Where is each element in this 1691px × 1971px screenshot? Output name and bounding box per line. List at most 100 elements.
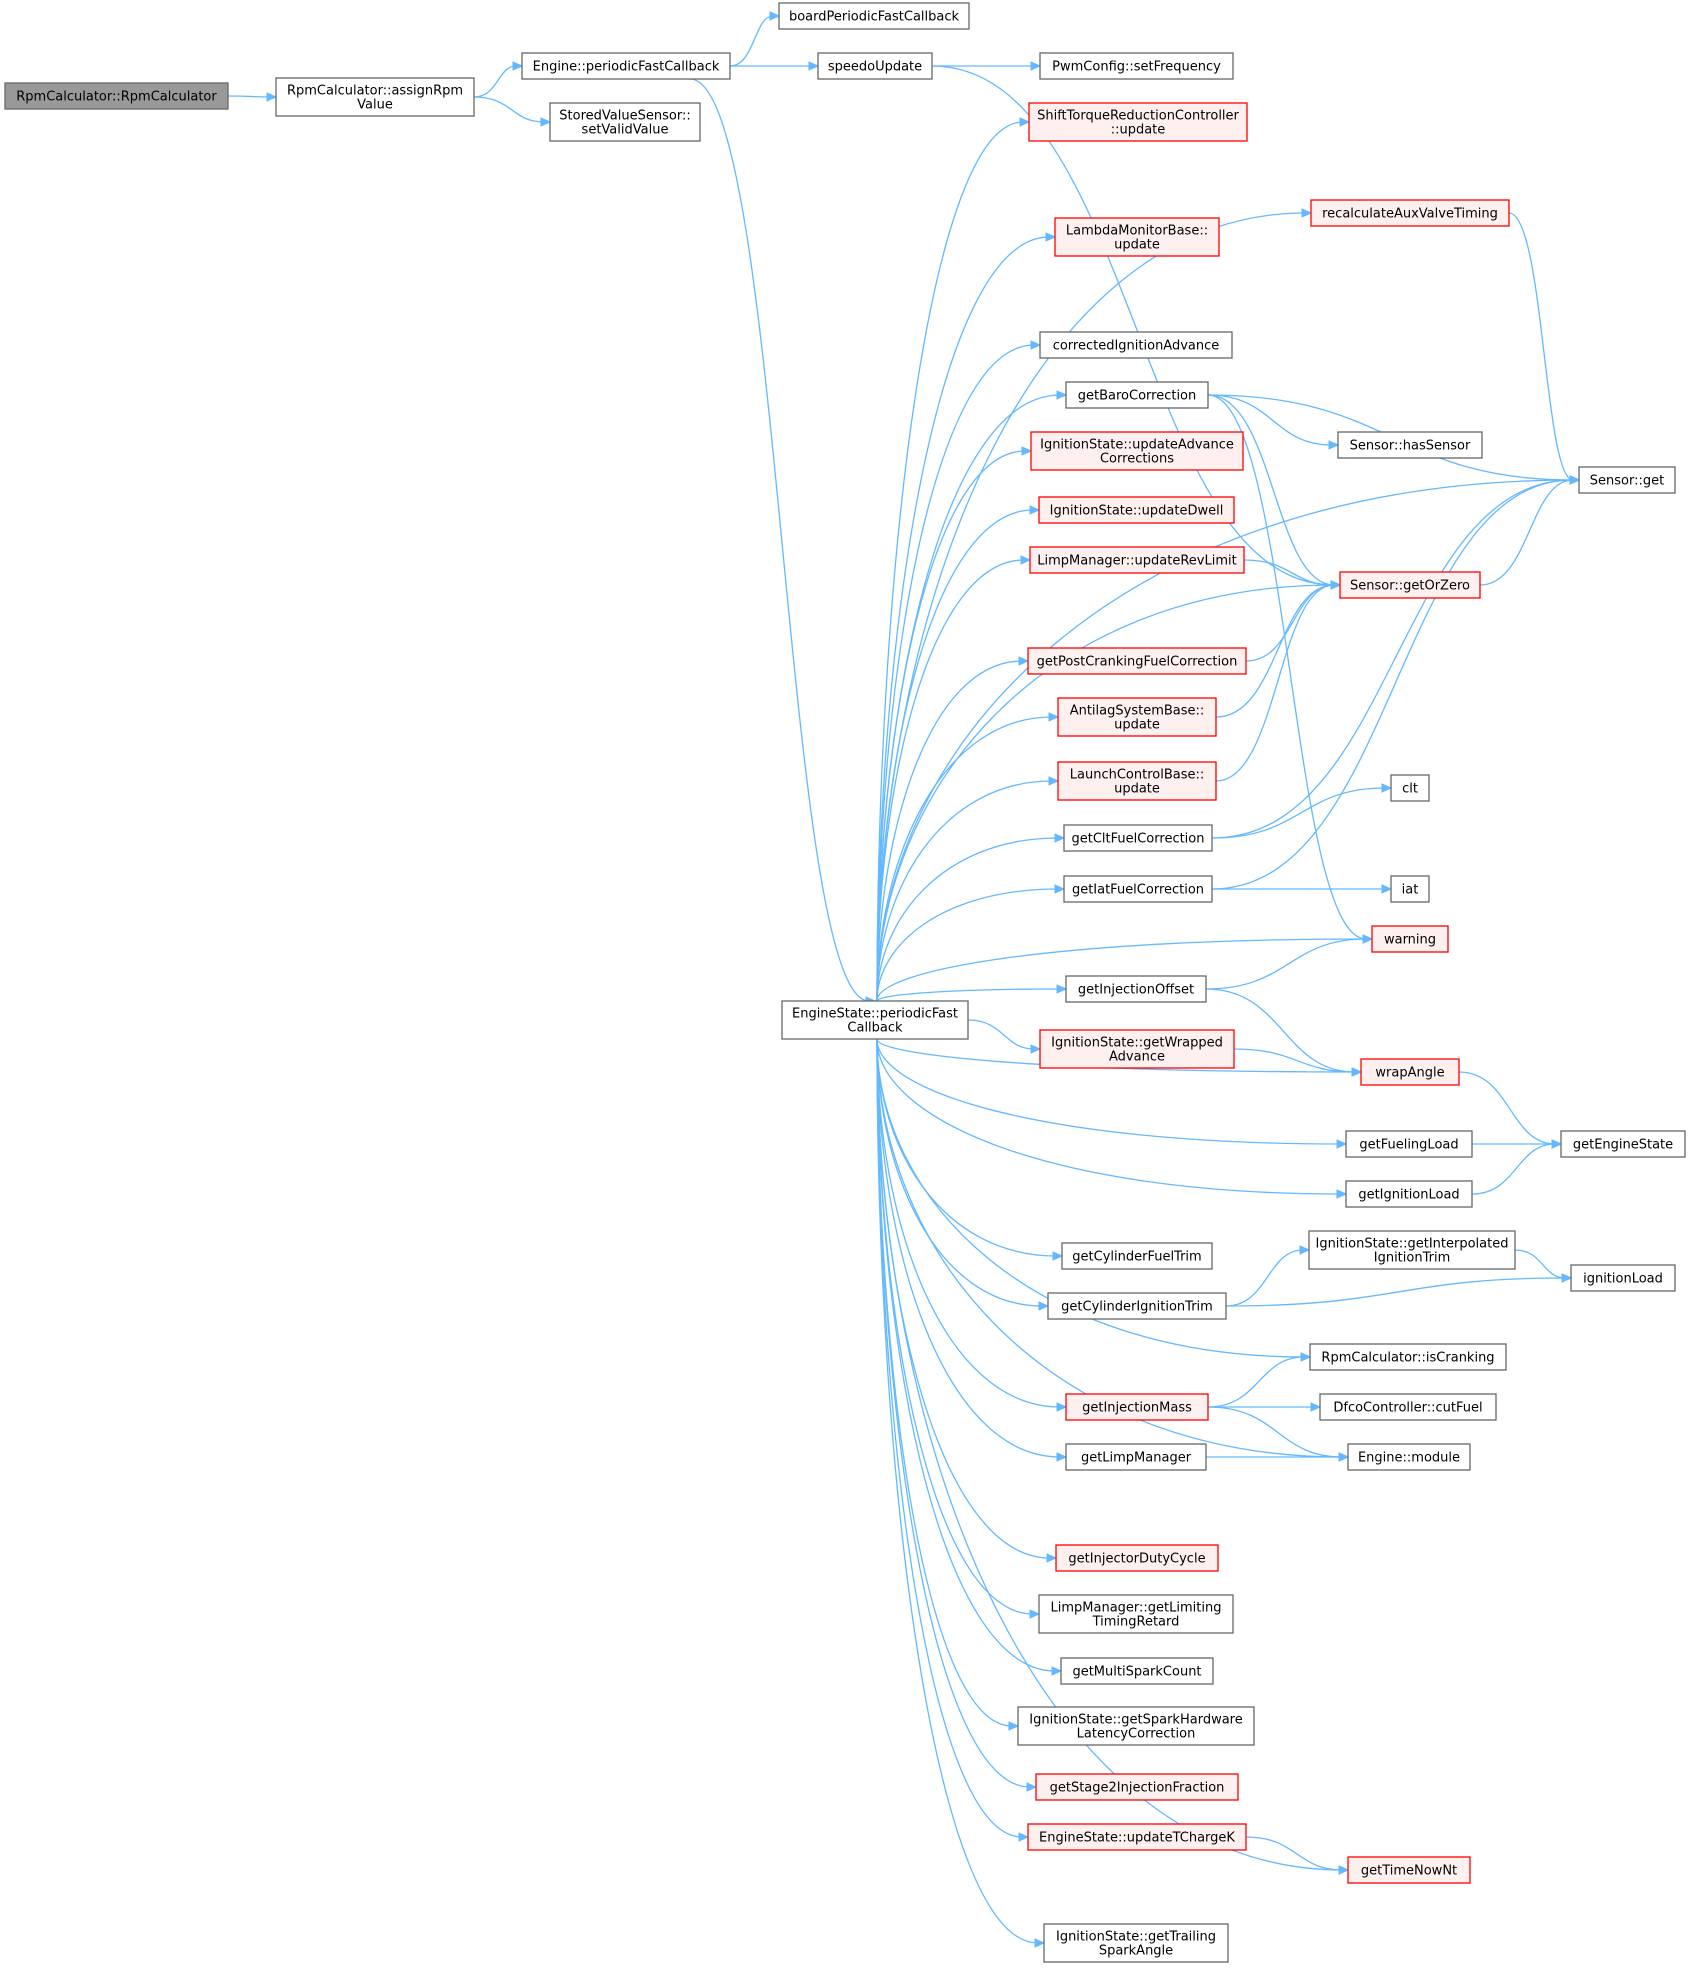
node-box (1360, 1058, 1460, 1086)
node-hasSensor[interactable]: Sensor::hasSensor (1337, 431, 1483, 459)
node-stage2[interactable]: getStage2InjectionFraction (1035, 1773, 1239, 1801)
node-enginePeriodic[interactable]: Engine::periodicFastCallback (521, 52, 731, 80)
node-label: LambdaMonitorBase:: (1066, 224, 1208, 239)
node-lambdaMon[interactable]: LambdaMonitorBase::update (1054, 217, 1220, 257)
node-getBaro[interactable]: getBaroCorrection (1065, 381, 1209, 409)
node-ignitionLoad[interactable]: ignitionLoad (1570, 1264, 1676, 1292)
node-label: getCylinderFuelTrim (1072, 1250, 1201, 1265)
node-warning[interactable]: warning (1371, 925, 1449, 953)
node-interpTrim[interactable]: IgnitionState::getInterpolatedIgnitionTr… (1308, 1230, 1516, 1270)
edge-line (1211, 479, 1574, 890)
node-pwmFreq[interactable]: PwmConfig::setFrequency (1039, 52, 1234, 80)
node-fuelLoad[interactable]: getFuelingLoad (1345, 1130, 1473, 1158)
node-corrIgn[interactable]: correctedIgnitionAdvance (1039, 331, 1233, 359)
node-iatFuel[interactable]: getIatFuelCorrection (1063, 875, 1213, 903)
edge-arrowhead (769, 11, 781, 21)
edge-arrowhead (540, 117, 552, 127)
node-sparkLatency[interactable]: IgnitionState::getSparkHardwareLatencyCo… (1017, 1706, 1255, 1746)
node-label: ShiftTorqueReductionController (1037, 109, 1239, 124)
node-sensorGet[interactable]: Sensor::get (1578, 466, 1676, 494)
node-label: getTimeNowNt (1361, 1864, 1457, 1879)
edge-cltFuel-to-clt (1211, 783, 1393, 839)
node-iat[interactable]: iat (1390, 875, 1430, 903)
node-box (1345, 1130, 1473, 1158)
edge-cylIgnTrim-to-ignitionLoad (1225, 1273, 1573, 1307)
node-box (1060, 1657, 1214, 1685)
edge-arrowhead (1026, 1782, 1038, 1792)
node-label: getInjectionOffset (1078, 983, 1194, 998)
node-updDwell[interactable]: IgnitionState::updateDwell (1038, 496, 1235, 524)
node-cylFuelTrim[interactable]: getCylinderFuelTrim (1061, 1242, 1213, 1270)
node-getOrZero[interactable]: Sensor::getOrZero (1339, 571, 1481, 599)
edge-line (876, 1038, 1341, 1145)
node-engState[interactable]: getEngineState (1560, 1130, 1686, 1158)
node-injOffset[interactable]: getInjectionOffset (1065, 975, 1207, 1003)
edge-line (967, 1019, 1035, 1050)
node-limpMgr[interactable]: getLimpManager (1065, 1443, 1207, 1471)
node-label: wrapAngle (1375, 1066, 1444, 1081)
node-speedo[interactable]: speedoUpdate (817, 52, 933, 80)
node-ignLoad[interactable]: getIgnitionLoad (1345, 1180, 1473, 1208)
node-wrapAngle[interactable]: wrapAngle (1360, 1058, 1460, 1086)
edge-line (1514, 1249, 1566, 1279)
node-storedValue[interactable]: StoredValueSensor::setValidValue (549, 102, 701, 142)
edge-esPeriodic-to-trailing (876, 1038, 1046, 1948)
edge-arrowhead (266, 92, 278, 102)
node-postCrank[interactable]: getPostCrankingFuelCorrection (1027, 647, 1247, 675)
node-launch[interactable]: LaunchControlBase::update (1057, 761, 1217, 801)
node-box (1339, 571, 1481, 599)
node-label: RpmCalculator::assignRpm (287, 84, 463, 99)
node-box (1319, 1393, 1497, 1421)
node-recalcAux[interactable]: recalculateAuxValveTiming (1310, 199, 1510, 227)
node-timeNow[interactable]: getTimeNowNt (1347, 1856, 1471, 1884)
node-injDuty[interactable]: getInjectorDutyCycle (1055, 1544, 1219, 1572)
node-box (817, 52, 933, 80)
edge-arrowhead (1362, 934, 1374, 944)
node-limpRev[interactable]: LimpManager::updateRevLimit (1029, 546, 1245, 574)
node-clt[interactable]: clt (1390, 774, 1430, 802)
node-tCharge[interactable]: EngineState::updateTChargeK (1027, 1823, 1247, 1851)
edge-arrowhead (1300, 1352, 1312, 1362)
edge-arrowhead (1021, 446, 1033, 456)
node-label: Advance (1109, 1050, 1165, 1065)
edge-esPeriodic-to-injOffset (876, 984, 1068, 1002)
edges-layer (227, 11, 1581, 1948)
edge-line (876, 1038, 1061, 1458)
node-root[interactable]: RpmCalculator::RpmCalculator (4, 82, 229, 110)
edge-line (473, 96, 545, 123)
node-box (1039, 331, 1233, 359)
edge-arrowhead (1034, 1938, 1046, 1948)
node-module[interactable]: Engine::module (1347, 1443, 1471, 1471)
node-label: correctedIgnitionAdvance (1053, 339, 1220, 354)
node-label: Sensor::getOrZero (1350, 579, 1470, 594)
edge-iatFuel-to-iat (1212, 884, 1393, 894)
node-box (1017, 1706, 1255, 1746)
edge-esPeriodic-to-cylIgnTrim (876, 1038, 1050, 1311)
edge-arrowhead (1381, 783, 1393, 793)
node-box (1047, 1292, 1227, 1320)
node-antilag[interactable]: AntilagSystemBase::update (1057, 697, 1217, 737)
node-box (1065, 1393, 1209, 1421)
node-esPeriodic[interactable]: EngineState::periodicFastCallback (781, 1000, 969, 1040)
edge-esPeriodic-to-stage2 (876, 1038, 1038, 1792)
node-boardPeriodic[interactable]: boardPeriodicFastCallback (778, 2, 970, 30)
node-box (1043, 1923, 1229, 1963)
node-box (1038, 496, 1235, 524)
node-cutFuel[interactable]: DfcoController::cutFuel (1319, 1393, 1497, 1421)
edge-esPeriodic-to-iatFuel (876, 884, 1066, 1002)
node-isCranking[interactable]: RpmCalculator::isCranking (1309, 1343, 1507, 1371)
node-label: clt (1402, 782, 1418, 797)
node-cltFuel[interactable]: getCltFuelCorrection (1063, 824, 1213, 852)
node-multiSpark[interactable]: getMultiSparkCount (1060, 1657, 1214, 1685)
edge-line (1215, 584, 1335, 718)
edge-ignLoad-to-engState (1471, 1139, 1563, 1195)
node-shiftTorque[interactable]: ShiftTorqueReductionController::update (1028, 102, 1248, 142)
node-cylIgnTrim[interactable]: getCylinderIgnitionTrim (1047, 1292, 1227, 1320)
edge-line (1508, 212, 1574, 481)
node-injMass[interactable]: getInjectionMass (1065, 1393, 1209, 1421)
